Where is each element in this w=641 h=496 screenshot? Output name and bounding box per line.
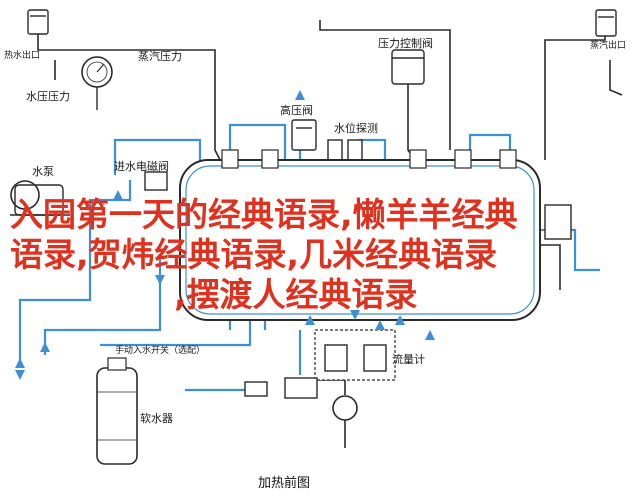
label-water-gauge: 水压压力 bbox=[26, 90, 70, 103]
pressure-control-valve bbox=[391, 49, 425, 85]
flow-arrows bbox=[15, 90, 435, 380]
label-softener: 软水器 bbox=[140, 411, 173, 425]
water-pump bbox=[10, 180, 70, 216]
flowmeter-unit bbox=[314, 329, 396, 381]
arrow-up-3 bbox=[113, 190, 123, 200]
steam-pressure-gauge bbox=[81, 56, 113, 110]
label-pressure-valve: 压力控制阀 bbox=[378, 36, 433, 50]
label-water-probe: 水位探测 bbox=[334, 121, 378, 135]
label-hot-water-outlet: 热水出口 bbox=[4, 49, 40, 61]
side-outlet bbox=[544, 204, 572, 240]
water-level-probe bbox=[327, 139, 363, 163]
high-pressure-valve bbox=[291, 119, 317, 151]
arrow-down-2 bbox=[350, 310, 360, 320]
overlay-line-2: 语录,贺炜经典语录,几米经典语录 bbox=[10, 235, 497, 274]
arrow-up-6 bbox=[395, 315, 405, 325]
arrow-up-8 bbox=[295, 90, 305, 100]
pipe-hot-water-top bbox=[37, 15, 221, 161]
label-solenoid: 进水电磁阀 bbox=[114, 159, 169, 173]
steam-outlet-valve bbox=[595, 9, 617, 37]
arrow-down-3 bbox=[15, 370, 25, 380]
pipe-pressure-valve bbox=[407, 80, 416, 161]
pipe-left-lower bbox=[43, 260, 162, 355]
pipe-solenoid-top bbox=[113, 138, 202, 180]
arrow-up-4 bbox=[305, 315, 315, 325]
inlet-solenoid-valve bbox=[144, 171, 168, 191]
hot-water-outlet-valve bbox=[27, 9, 49, 35]
arrow-down-1 bbox=[155, 275, 165, 285]
pipe-steam-bus bbox=[319, 20, 451, 150]
arrow-up-7 bbox=[425, 330, 435, 340]
pipe-pump-up bbox=[88, 180, 132, 240]
label-steam-outlet: 蒸汽出口 bbox=[590, 39, 626, 51]
pipe-valve-loop bbox=[228, 123, 287, 180]
label-steam-gauge: 蒸汽压力 bbox=[138, 49, 182, 63]
pipe-manual bbox=[100, 320, 252, 347]
boiler-tank bbox=[179, 149, 572, 321]
arrow-up-1 bbox=[15, 358, 25, 368]
pipe-right-drain bbox=[609, 60, 623, 96]
bottom-pump bbox=[244, 377, 358, 421]
water-softener bbox=[96, 357, 138, 465]
label-flowmeter: 流量计 bbox=[392, 352, 425, 366]
overlay-line-1: 入园第一天的经典语录,懒羊羊经典 bbox=[10, 195, 518, 234]
label-high-valve: 高压阀 bbox=[280, 103, 313, 117]
arrow-up-5 bbox=[375, 320, 385, 330]
label-manual-switch: 手动入水开关（选配） bbox=[115, 344, 205, 356]
arrow-up-2 bbox=[40, 342, 50, 352]
overlay-line-3: ,摆渡人经典语录 bbox=[174, 275, 418, 314]
label-pump: 水泵 bbox=[32, 165, 54, 178]
diagram-caption: 加热前图 bbox=[258, 475, 310, 491]
pipe-left-loop bbox=[18, 240, 92, 360]
